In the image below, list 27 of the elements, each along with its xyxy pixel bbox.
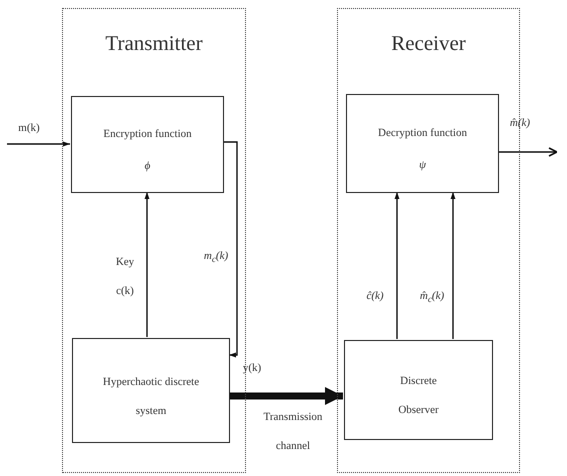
box-label: Discrete Observer (397, 374, 440, 418)
edge-label: Key c(k) (114, 255, 136, 299)
process-box (344, 340, 493, 440)
edge-label: m(k) (17, 122, 41, 136)
process-box (72, 338, 230, 443)
math-symbol: ψ (419, 159, 426, 172)
process-box (71, 96, 224, 193)
arrow (144, 192, 150, 337)
arrow (229, 387, 343, 405)
box-label: Encryption function (103, 128, 192, 142)
arrow (394, 192, 400, 339)
edge-label: m̂$_{c}$(k) (418, 290, 446, 306)
box-label: Decryption function (378, 126, 467, 140)
group-title: Receiver (391, 31, 466, 56)
arrow (498, 147, 558, 157)
arrow (223, 141, 238, 358)
arrow (7, 142, 70, 146)
edge-label: ĉ(k) (365, 290, 385, 304)
edge-label: m̂(k) (508, 117, 532, 130)
process-box (346, 94, 499, 193)
group-title: Transmitter (105, 31, 203, 56)
edge-label: m$_{c}$(k) (202, 250, 230, 266)
arrow (450, 192, 456, 339)
box-label: Hyperchaotic discrete system (102, 374, 200, 418)
channel-label: Transmission channel (262, 410, 324, 454)
math-symbol: ϕ (144, 160, 150, 173)
edge-label: y(k) (242, 362, 262, 376)
